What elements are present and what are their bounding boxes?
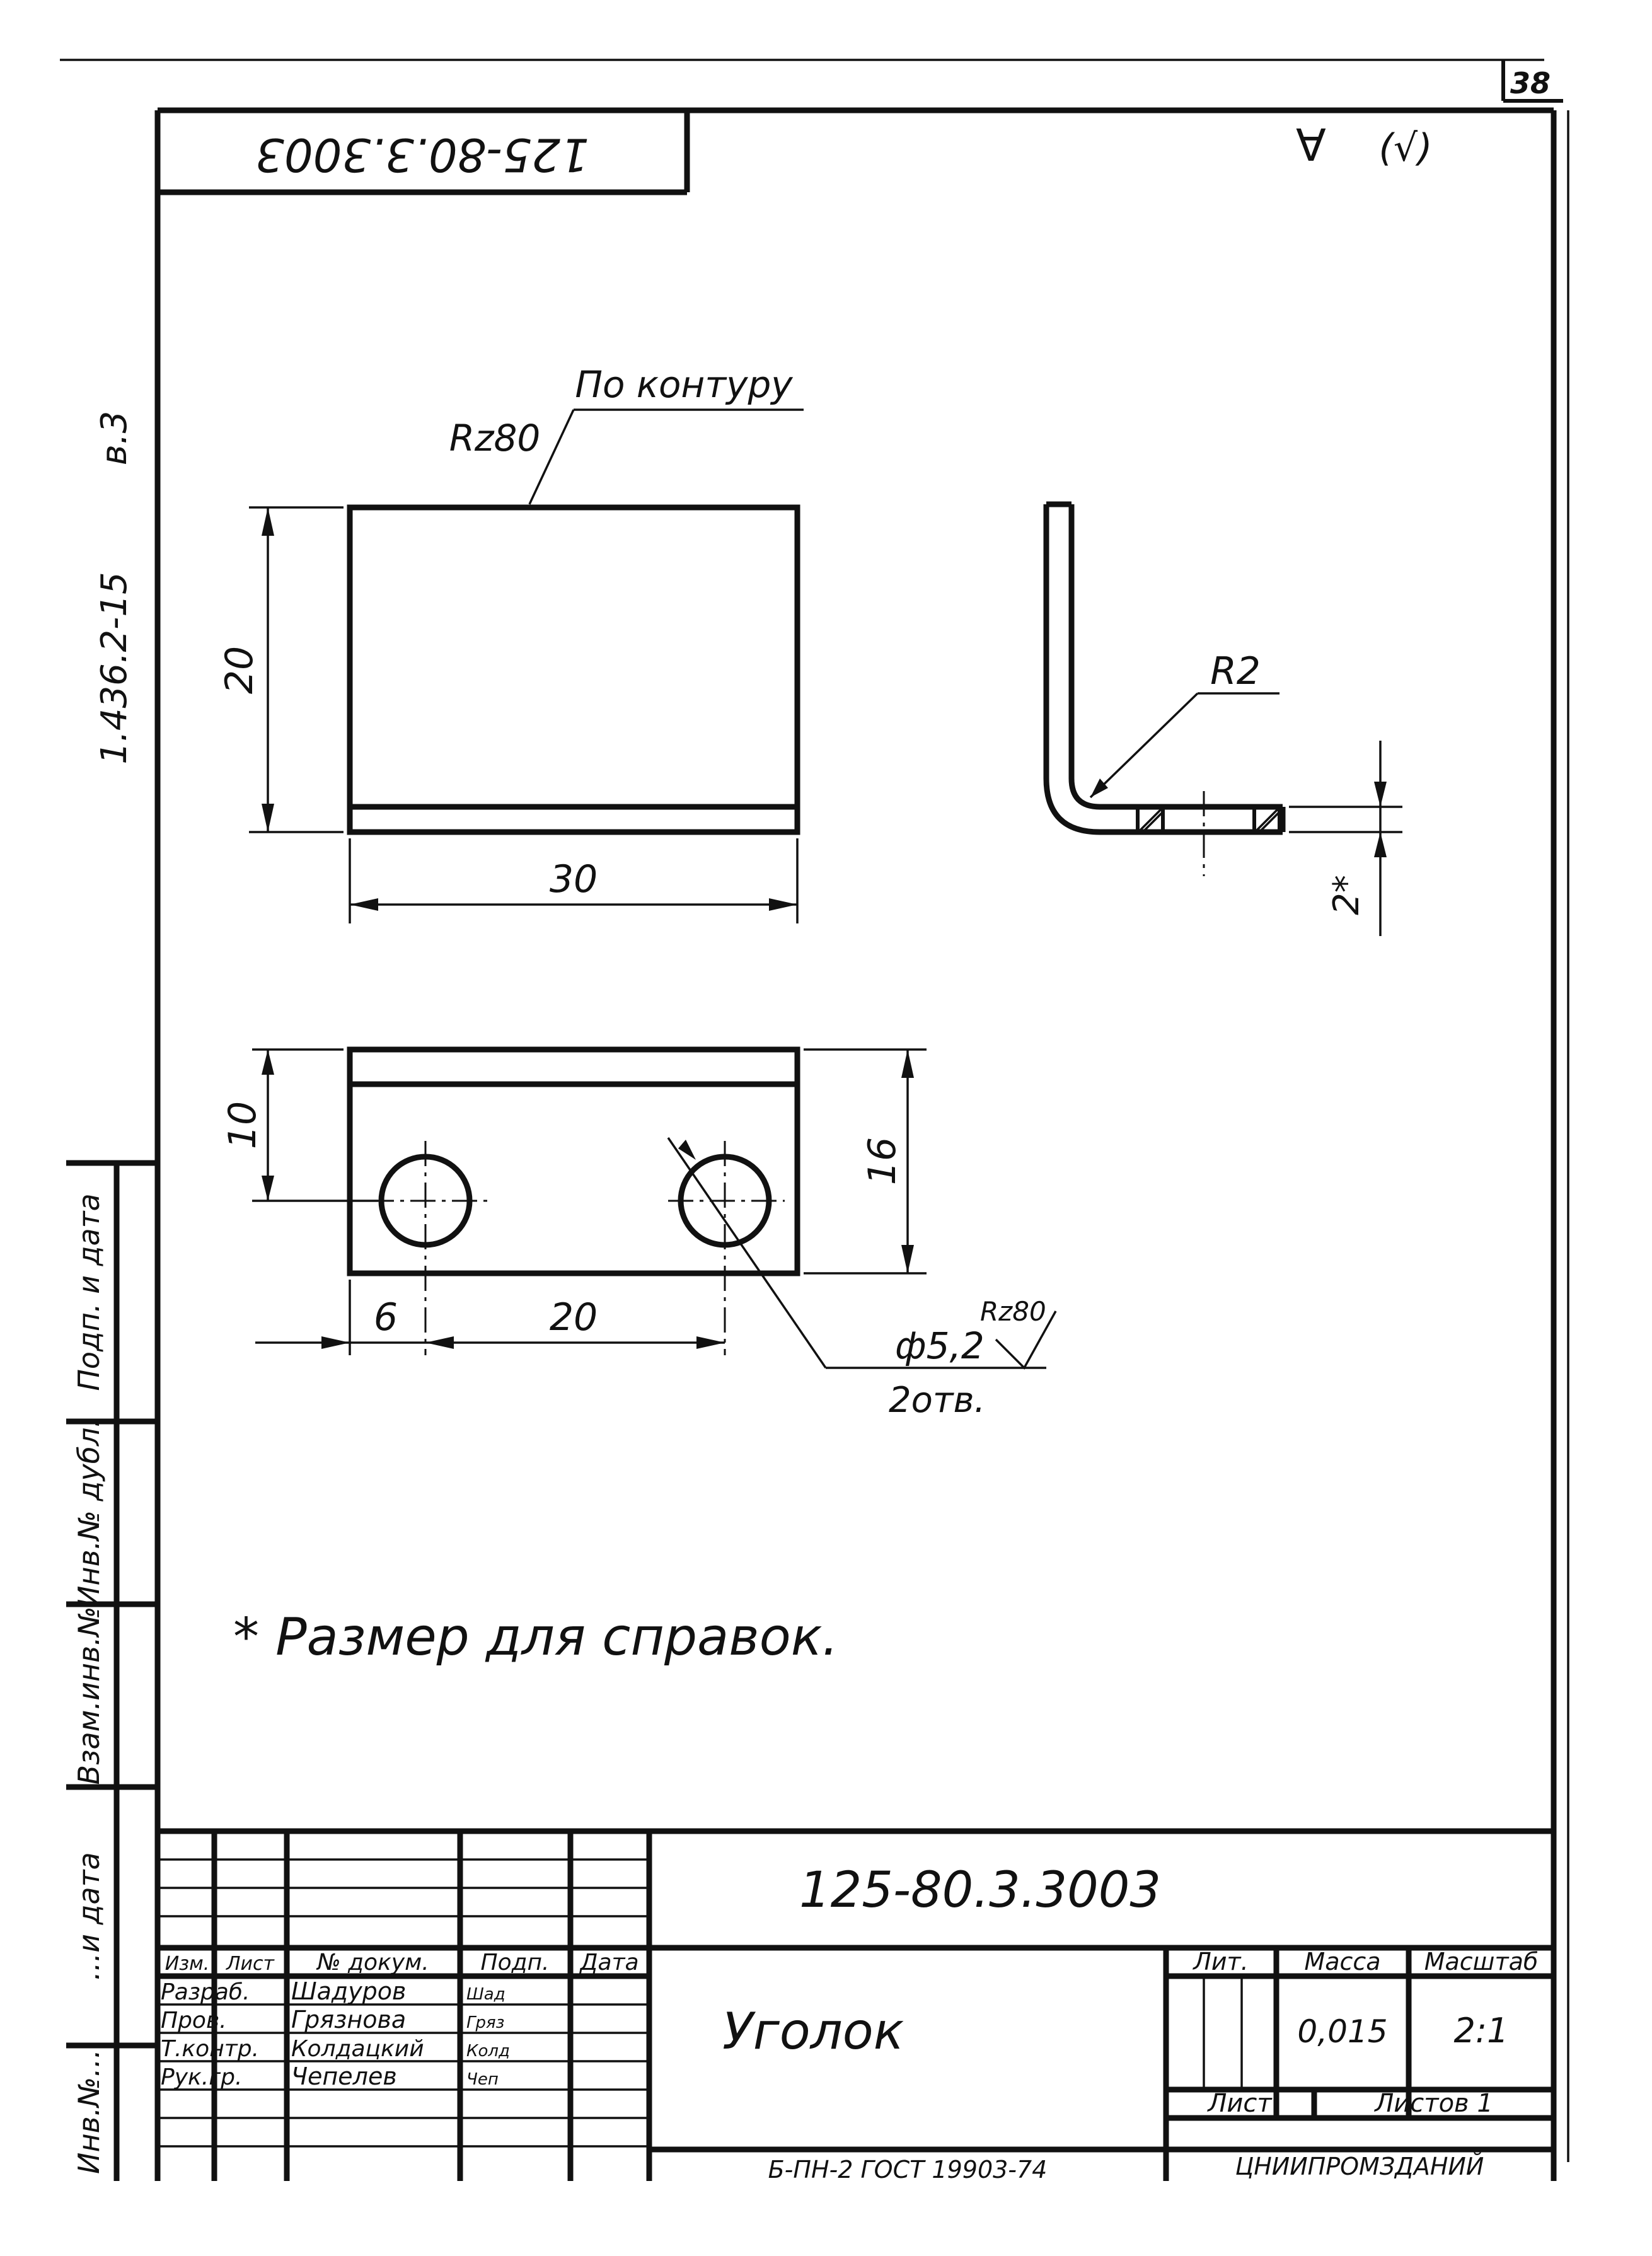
row-person: Колдацкий <box>291 2036 424 2062</box>
title-block <box>158 1828 1554 2181</box>
row-signature: Колд <box>466 2042 510 2061</box>
row-signature: Гряз <box>466 2013 504 2032</box>
scale-label: Масштаб <box>1424 1948 1539 1975</box>
top-dim-16: 16 <box>860 1137 904 1185</box>
left-strip <box>66 1160 158 2181</box>
reference-note: * Размер для справок. <box>233 1607 838 1667</box>
strip-inv-podl: Инв.№... <box>72 2049 106 2174</box>
sheets-label: Листов 1 <box>1373 2089 1493 2118</box>
row-role: Разраб. <box>161 1979 250 2005</box>
row-person: Чепелев <box>291 2062 397 2090</box>
title-part-name: Уголок <box>722 2002 904 2061</box>
strip-podp-data-1: Подп. и дата <box>72 1193 106 1391</box>
contour-note: По контуру <box>575 363 793 406</box>
title-designation: 125-80.3.3003 <box>799 1862 1161 1919</box>
front-roughness: Rz80 <box>449 417 541 460</box>
side-view <box>1043 501 1402 936</box>
rotated-code-box <box>158 110 690 195</box>
side-issue-label: в.3 <box>94 411 135 465</box>
front-dim-height: 20 <box>217 646 262 694</box>
organization: ЦНИИПРОМЗДАНИЙ <box>1235 2153 1484 2180</box>
scale-value: 2:1 <box>1454 2011 1509 2051</box>
header-date: Дата <box>579 1950 638 1975</box>
sheet-label: Лист <box>1206 2089 1273 2118</box>
sheet-number: 38 <box>1510 66 1551 100</box>
front-view <box>249 408 804 923</box>
top-dim-10: 10 <box>221 1101 265 1149</box>
roughness-paren: (√) <box>1378 126 1432 170</box>
material: Б-ПН-2 ГОСТ 19903-74 <box>768 2156 1048 2184</box>
row-person: Шадуров <box>291 1977 406 2005</box>
header-list: Лист <box>226 1953 275 1975</box>
row-signature: Шад <box>466 1985 505 2004</box>
mass-label: Масса <box>1304 1948 1380 1975</box>
row-person: Грязнова <box>291 2006 406 2033</box>
header-doc-no: № докум. <box>316 1950 429 1975</box>
row-role: Т.контр. <box>161 2036 259 2062</box>
side-series-label: 1.436.2-15 <box>94 572 135 764</box>
strip-inv-dubl: Инв.№ дубл. <box>72 1418 106 1607</box>
strip-vzam-inv: Взам.инв.№ <box>72 1606 106 1785</box>
front-dim-width: 30 <box>550 857 598 901</box>
row-role: Рук.гр. <box>161 2064 242 2090</box>
rotated-code: 125-80.3.3003 <box>255 128 589 181</box>
row-role: Пров. <box>161 2008 227 2033</box>
row-signature: Чеп <box>466 2070 499 2089</box>
mass-value: 0,015 <box>1297 2013 1387 2050</box>
hole-roughness: Rz80 <box>980 1296 1046 1327</box>
sheet-frame <box>60 59 1569 2181</box>
lit-label: Лит. <box>1192 1948 1249 1975</box>
side-dim-thickness: 2* <box>1326 875 1367 915</box>
header-sign: Подп. <box>481 1950 550 1975</box>
top-view <box>252 1046 1057 1370</box>
top-dim-6: 6 <box>374 1295 398 1339</box>
hole-diameter: ф5,2 <box>895 1324 985 1367</box>
hole-count: 2отв. <box>889 1380 985 1421</box>
roughness-symbol-icon: ∀ <box>1296 120 1326 171</box>
strip-podp-data-2: ...и дата <box>72 1852 106 1980</box>
side-bend-radius: R2 <box>1210 649 1261 693</box>
header-izm: Изм. <box>165 1953 210 1975</box>
top-dim-20: 20 <box>550 1295 598 1339</box>
